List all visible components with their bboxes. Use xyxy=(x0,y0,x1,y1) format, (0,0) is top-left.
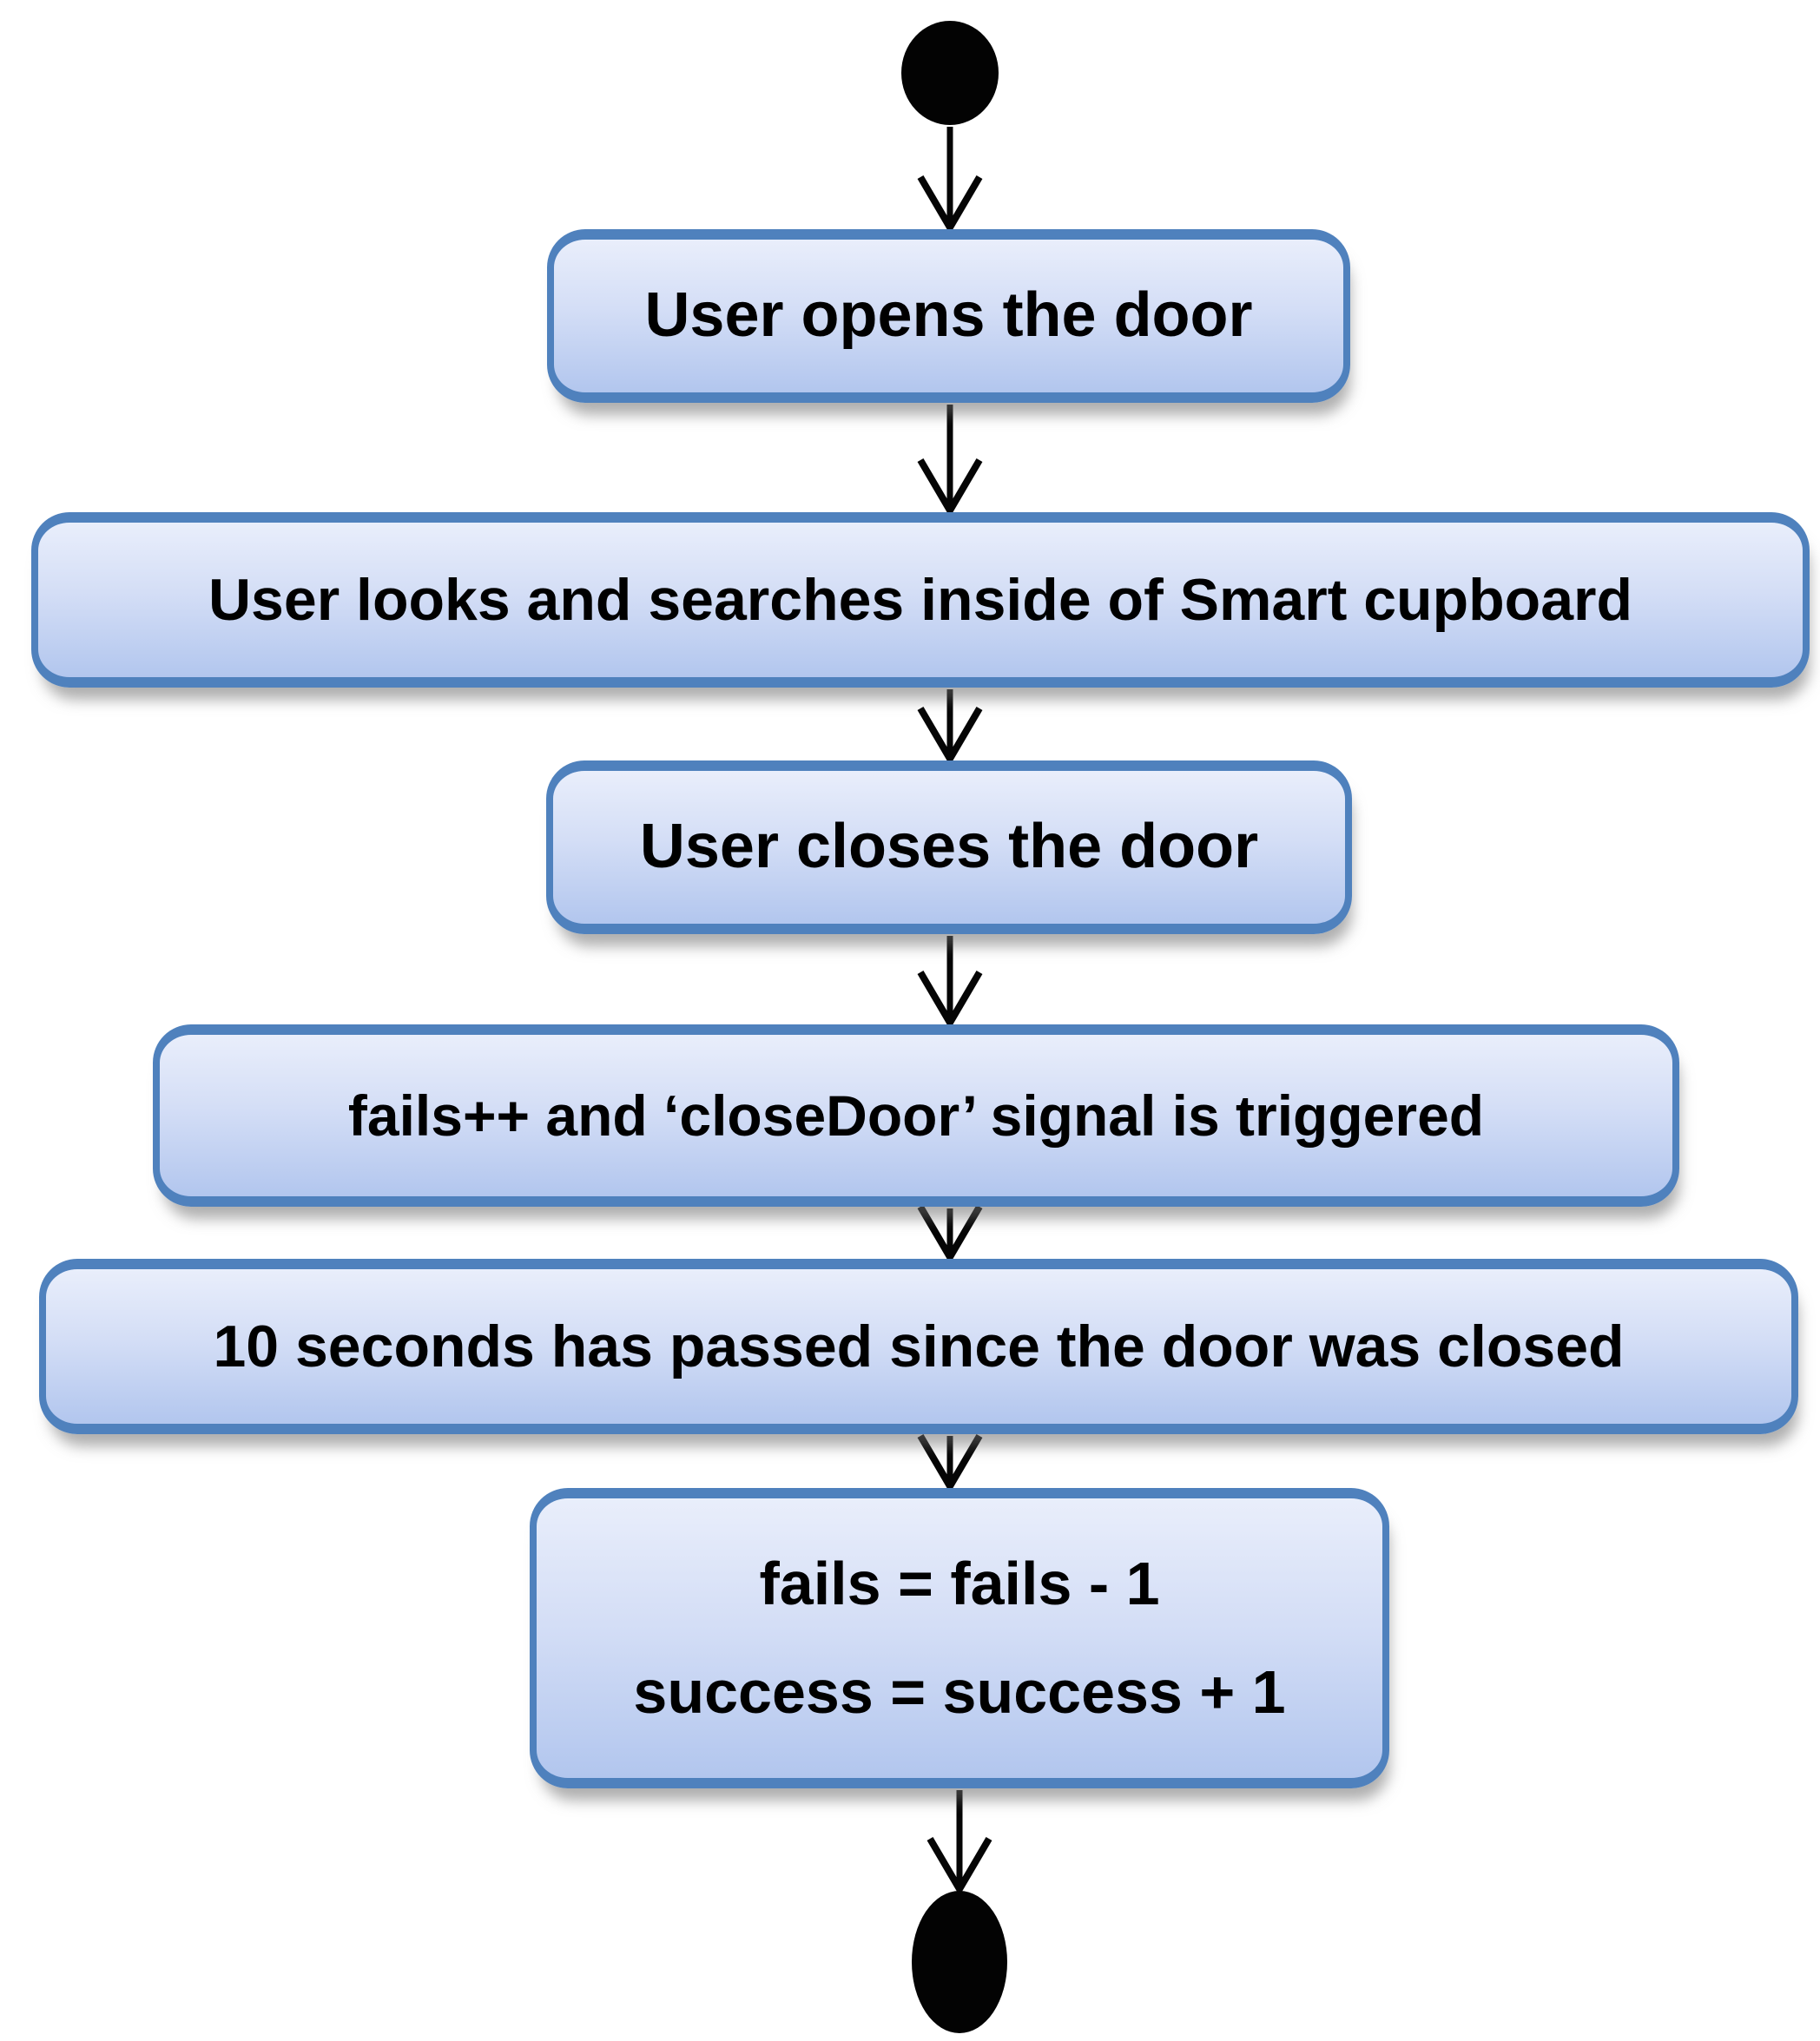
activity-node-user-searches-cupboard: User looks and searches inside of Smart … xyxy=(31,512,1810,688)
flow-arrow-4 xyxy=(917,936,983,1030)
activity-node-label: 10 seconds has passed since the door was… xyxy=(213,1313,1625,1379)
arrow-head xyxy=(917,706,983,766)
activity-node-closedoor-signal: fails++ and ‘closeDoor’ signal is trigge… xyxy=(153,1024,1679,1207)
activity-node-user-opens-door: User opens the door xyxy=(547,229,1350,403)
start-node xyxy=(901,21,999,125)
activity-node-label-line1: fails = fails - 1 xyxy=(759,1550,1160,1617)
arrow-head xyxy=(917,1433,983,1493)
activity-node-label-line2: success = success + 1 xyxy=(633,1658,1286,1726)
arrow-head xyxy=(926,1836,992,1896)
flow-arrow-3 xyxy=(917,689,983,766)
activity-node-label: fails++ and ‘closeDoor’ signal is trigge… xyxy=(347,1083,1485,1148)
arrow-head xyxy=(917,970,983,1030)
activity-node-label: User closes the door xyxy=(639,812,1259,882)
flow-arrow-1 xyxy=(917,127,983,234)
activity-node-label: User looks and searches inside of Smart … xyxy=(208,566,1633,633)
activity-node-counters-update: fails = fails - 1 success = success + 1 xyxy=(530,1488,1389,1788)
activity-node-user-closes-door: User closes the door xyxy=(546,760,1352,934)
arrow-head xyxy=(917,174,983,234)
activity-node-label: User opens the door xyxy=(644,280,1253,351)
arrow-head xyxy=(917,1204,983,1264)
flow-arrow-2 xyxy=(917,405,983,517)
end-node xyxy=(912,1891,1007,2033)
flow-arrow-6 xyxy=(917,1433,983,1493)
activity-node-ten-seconds-passed: 10 seconds has passed since the door was… xyxy=(39,1259,1798,1434)
flow-arrow-7 xyxy=(926,1790,992,1896)
flow-arrow-5 xyxy=(917,1204,983,1264)
arrow-head xyxy=(917,458,983,517)
